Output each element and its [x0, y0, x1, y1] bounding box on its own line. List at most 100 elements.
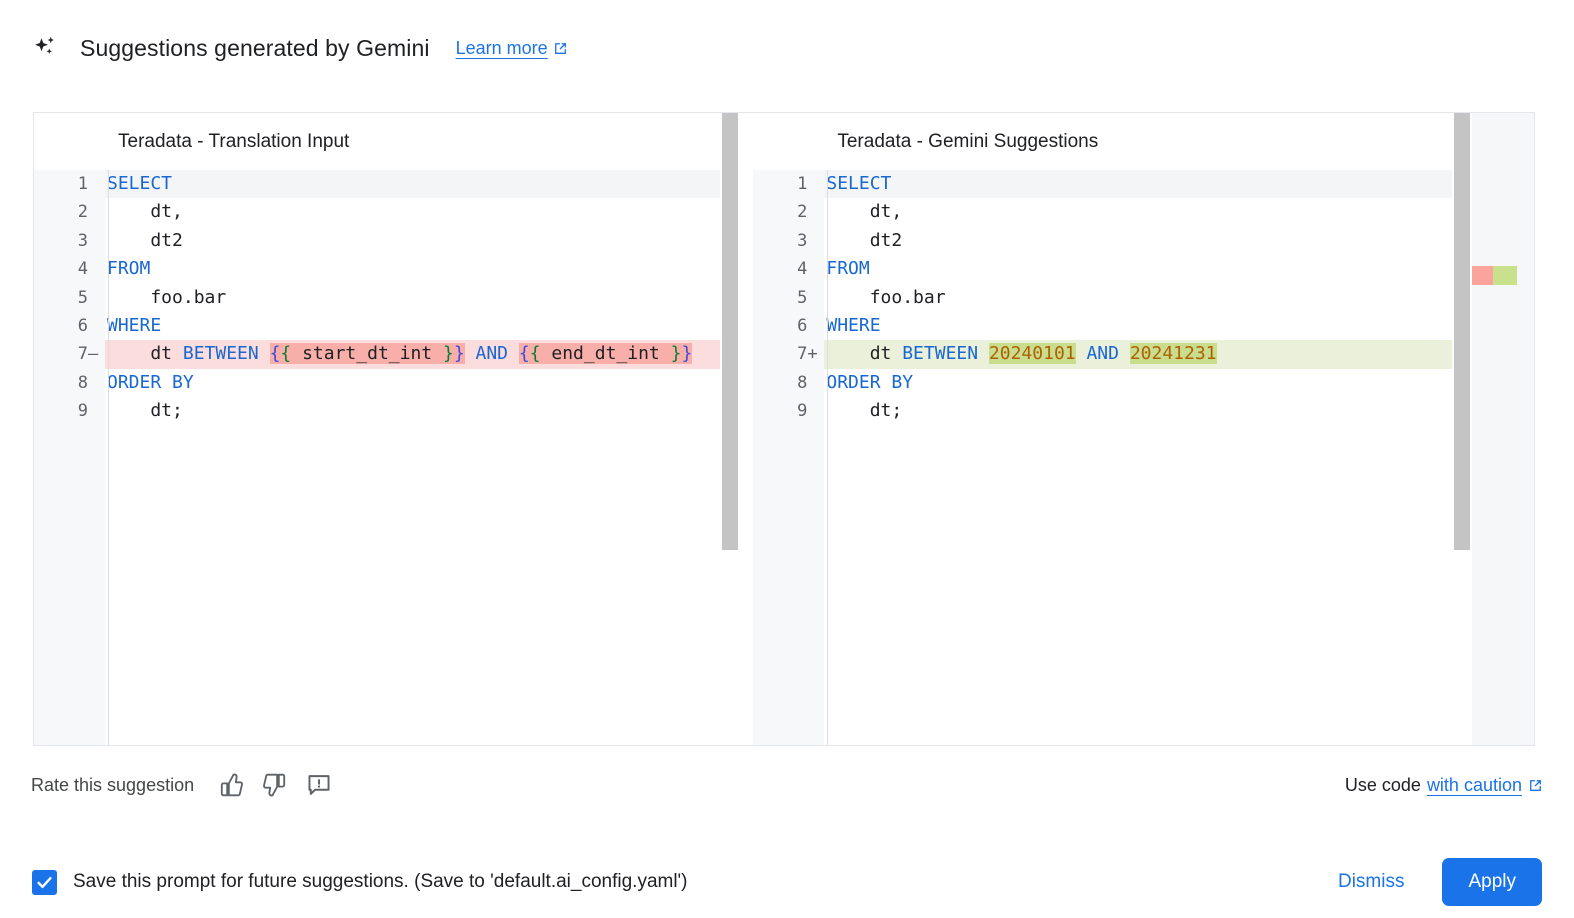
external-link-icon — [1530, 779, 1541, 791]
code-token: dt2 — [107, 229, 183, 251]
code-token: dt2 — [826, 229, 903, 251]
indent-guide-right — [827, 170, 829, 745]
line-number: 6 — [753, 311, 825, 341]
code-line-text: dt BETWEEN {{ start_dt_int }} AND {{ end… — [105, 340, 720, 368]
line-number: 4 — [34, 255, 105, 284]
code-token — [508, 343, 519, 364]
page-title: Suggestions generated by Gemini — [80, 34, 430, 61]
overview-marker-deleted — [1472, 266, 1493, 285]
code-token: } — [670, 343, 682, 365]
code-line[interactable]: 3 dt2 — [753, 226, 1452, 256]
code-token — [1119, 343, 1130, 364]
code-line-text: FROM — [824, 255, 1452, 283]
code-token: AND — [1086, 343, 1119, 365]
code-token: FROM — [826, 258, 870, 280]
code-line-text: WHERE — [824, 312, 1452, 340]
code-line[interactable]: 5 foo.bar — [753, 283, 1452, 312]
code-token: dt — [826, 343, 903, 365]
learn-more-label: Learn more — [455, 37, 548, 58]
code-line[interactable]: 7+ dt BETWEEN 20240101 AND 20241231 — [753, 340, 1452, 369]
scrollbar-thumb-right[interactable] — [1454, 113, 1470, 550]
code-line[interactable]: 5 foo.bar — [34, 283, 720, 312]
save-prompt-checkbox[interactable] — [32, 869, 57, 895]
scrollbar-left[interactable] — [720, 113, 741, 745]
code-line[interactable]: 7– dt BETWEEN {{ start_dt_int }} AND {{ … — [34, 340, 721, 369]
line-number: 8 — [34, 368, 105, 398]
code-line-text: ORDER BY — [105, 369, 720, 397]
code-token: SELECT — [107, 173, 173, 194]
line-number: 9 — [34, 397, 105, 426]
code-token: ORDER BY — [826, 371, 914, 393]
code-token: } — [681, 343, 693, 365]
sparkle-icon — [35, 36, 54, 54]
footer-actions: Dismiss Apply — [1324, 858, 1542, 906]
apply-button[interactable]: Apply — [1442, 858, 1542, 906]
overview-ruler[interactable] — [1472, 113, 1534, 745]
code-line-text: SELECT — [824, 170, 1452, 198]
line-number: 9 — [753, 397, 825, 426]
scrollbar-right[interactable] — [1452, 113, 1472, 745]
overview-marker-added — [1493, 266, 1517, 285]
code-token: dt — [107, 343, 183, 365]
thumb-down-icon[interactable] — [260, 770, 290, 800]
learn-more-link[interactable]: Learn more — [456, 38, 568, 59]
dismiss-button[interactable]: Dismiss — [1324, 861, 1419, 903]
scrollbar-thumb-left[interactable] — [722, 113, 739, 550]
use-code-caution: Use code with caution — [1345, 775, 1543, 796]
code-line[interactable]: 9 dt; — [753, 397, 1452, 426]
check-icon — [37, 876, 52, 888]
with-caution-label: with caution — [1426, 774, 1522, 795]
code-line[interactable]: 2 dt, — [753, 198, 1452, 227]
code-token: WHERE — [826, 314, 881, 336]
code-token: SELECT — [826, 173, 892, 194]
code-line-text: foo.bar — [824, 284, 1452, 312]
line-number: 6 — [34, 311, 105, 341]
code-line-background — [824, 170, 1452, 199]
line-number: 7– — [34, 340, 105, 369]
code-token: } — [442, 343, 454, 365]
code-token: foo.bar — [107, 286, 227, 308]
line-number: 7+ — [753, 340, 825, 369]
code-line-text: WHERE — [105, 312, 720, 340]
rate-icon-group — [216, 770, 334, 800]
line-number: 1 — [34, 170, 105, 199]
line-number: 5 — [34, 283, 105, 312]
code-token: dt; — [107, 400, 183, 422]
code-token: { — [529, 343, 541, 365]
code-token — [465, 343, 476, 364]
code-line[interactable]: 2 dt, — [34, 198, 720, 227]
code-line[interactable]: 3 dt2 — [34, 226, 720, 256]
pane-separator — [740, 113, 754, 745]
code-line[interactable]: 9 dt; — [34, 397, 720, 426]
code-token: FROM — [107, 258, 151, 280]
with-caution-link[interactable]: with caution — [1427, 775, 1543, 796]
code-token: BETWEEN — [182, 343, 259, 365]
external-link-icon — [554, 42, 566, 54]
code-token: { — [280, 343, 292, 365]
code-line-text: dt, — [824, 198, 1452, 226]
code-line-text: dt2 — [824, 227, 1452, 255]
code-token: 20241231 — [1129, 343, 1217, 365]
code-line-text: foo.bar — [105, 284, 720, 312]
code-line-text: SELECT — [105, 170, 720, 198]
thumb-up-icon[interactable] — [216, 770, 246, 800]
code-token: BETWEEN — [902, 343, 979, 365]
report-feedback-icon[interactable] — [304, 770, 334, 800]
code-token — [978, 343, 989, 364]
code-token: ORDER BY — [107, 371, 194, 393]
code-token — [259, 343, 270, 364]
rate-label: Rate this suggestion — [31, 774, 195, 795]
line-number: 5 — [753, 283, 825, 312]
